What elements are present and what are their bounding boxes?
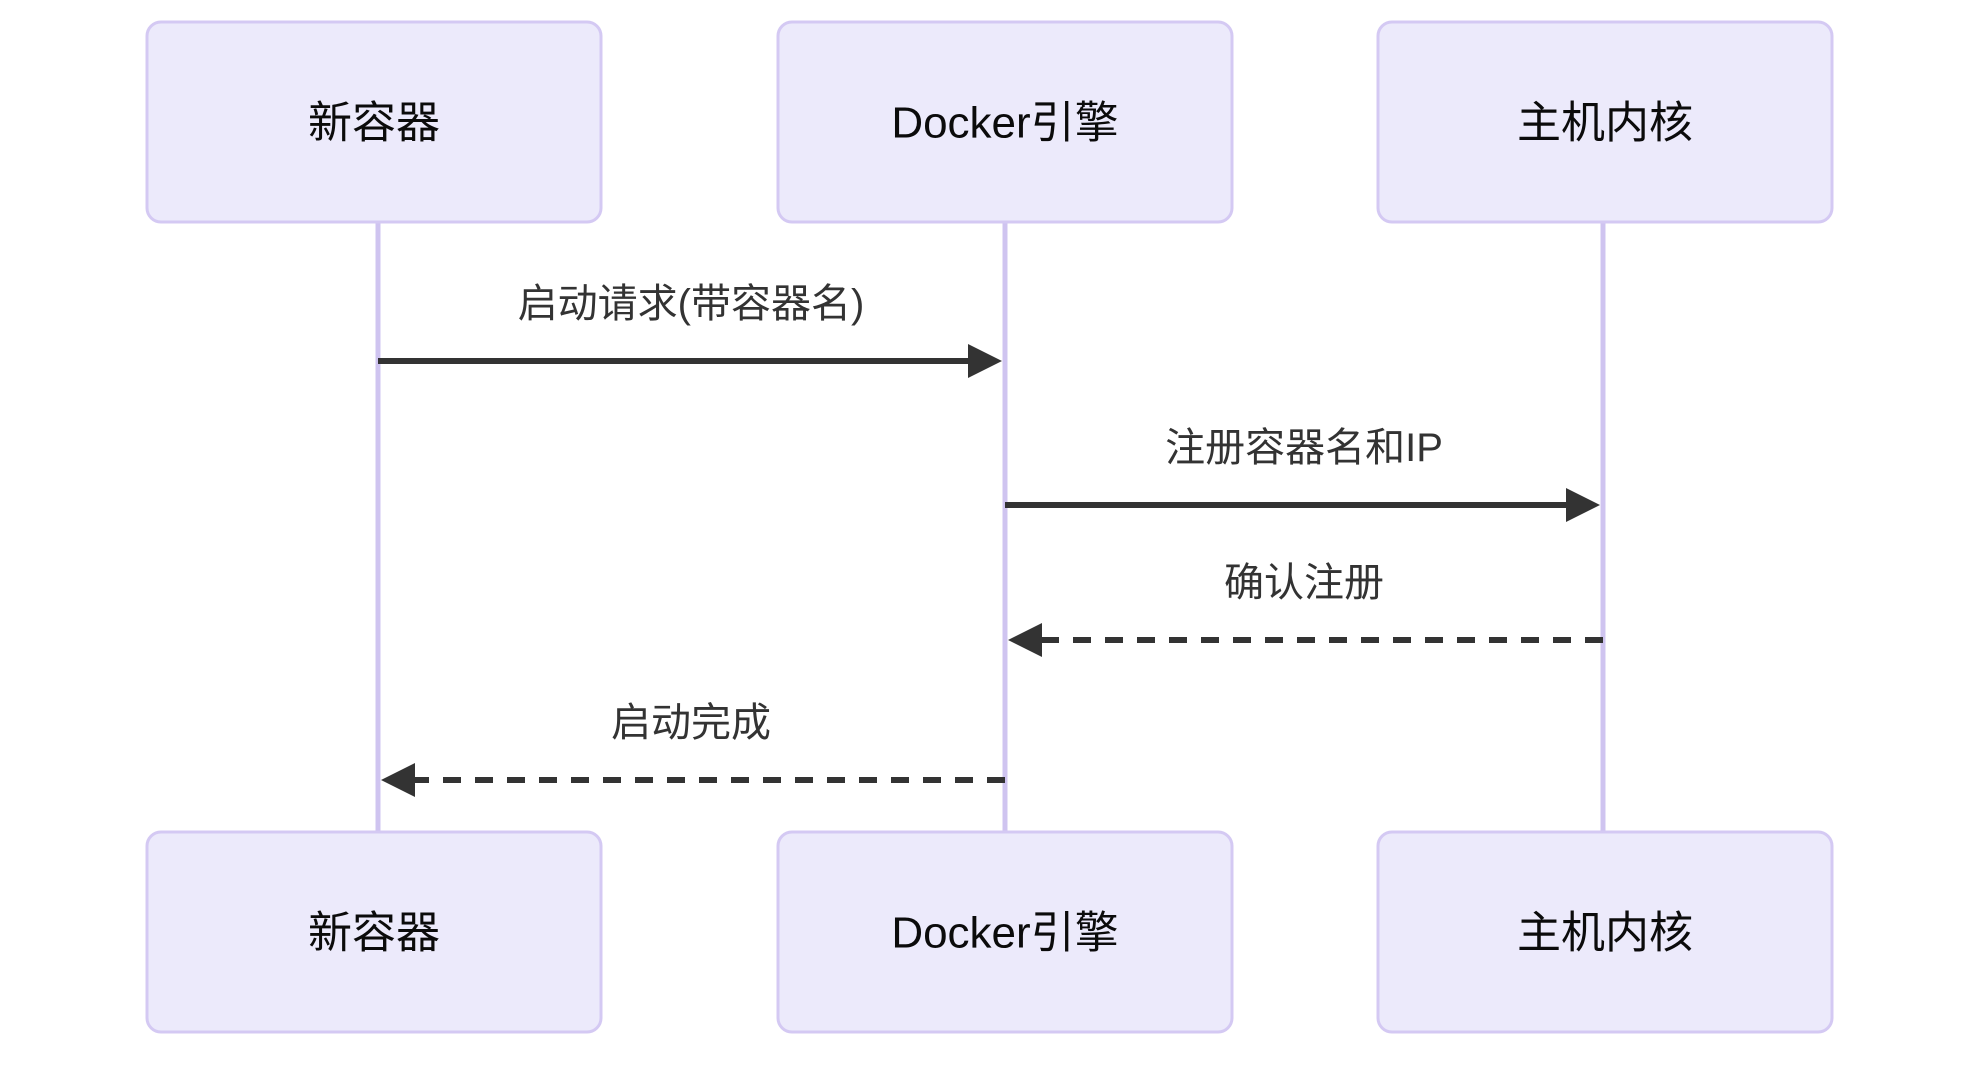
message-2-register-name-ip[interactable]: 注册容器名和IP — [1005, 426, 1600, 522]
message-4-label: 启动完成 — [611, 701, 771, 745]
message-1-start-request[interactable]: 启动请求(带容器名) — [378, 282, 1002, 378]
participant-box-rect — [776, 20, 1234, 224]
participant-box-rect — [1376, 830, 1834, 1034]
participant-box-rect — [1376, 20, 1834, 224]
participant-label-docker-engine-top: Docker引擎 — [891, 99, 1118, 148]
top-participant-boxes: 新容器 Docker引擎 主机内核 — [145, 20, 1834, 224]
message-4-startup-complete[interactable]: 启动完成 — [381, 701, 1005, 797]
message-4-arrowhead-left — [381, 763, 415, 797]
participant-label-host-kernel-top: 主机内核 — [1517, 99, 1693, 148]
participant-label-docker-engine-bottom: Docker引擎 — [891, 909, 1118, 958]
bottom-participant-boxes: 新容器 Docker引擎 主机内核 — [145, 830, 1834, 1034]
participant-label-host-kernel-bottom: 主机内核 — [1517, 909, 1693, 958]
participant-box-docker-engine-bottom[interactable]: Docker引擎 — [776, 830, 1234, 1034]
participant-box-new-container-top[interactable]: 新容器 — [145, 20, 603, 224]
participant-box-rect — [776, 830, 1234, 1034]
message-1-arrowhead-right — [968, 344, 1002, 378]
participant-box-rect — [145, 20, 603, 224]
message-3-confirm-registration[interactable]: 确认注册 — [1008, 561, 1603, 657]
message-2-arrowhead-right — [1566, 488, 1600, 522]
message-2-label: 注册容器名和IP — [1165, 426, 1443, 470]
participant-label-new-container-bottom: 新容器 — [308, 909, 440, 958]
participant-box-host-kernel-top[interactable]: 主机内核 — [1376, 20, 1834, 224]
participant-box-rect — [145, 830, 603, 1034]
message-3-arrowhead-left — [1008, 623, 1042, 657]
participant-label-new-container-top: 新容器 — [308, 99, 440, 148]
participant-box-docker-engine-top[interactable]: Docker引擎 — [776, 20, 1234, 224]
lifeline-group — [375, 222, 1606, 832]
participant-box-host-kernel-bottom[interactable]: 主机内核 — [1376, 830, 1834, 1034]
message-3-label: 确认注册 — [1224, 561, 1384, 605]
participant-box-new-container-bottom[interactable]: 新容器 — [145, 830, 603, 1034]
message-1-label: 启动请求(带容器名) — [518, 282, 865, 326]
